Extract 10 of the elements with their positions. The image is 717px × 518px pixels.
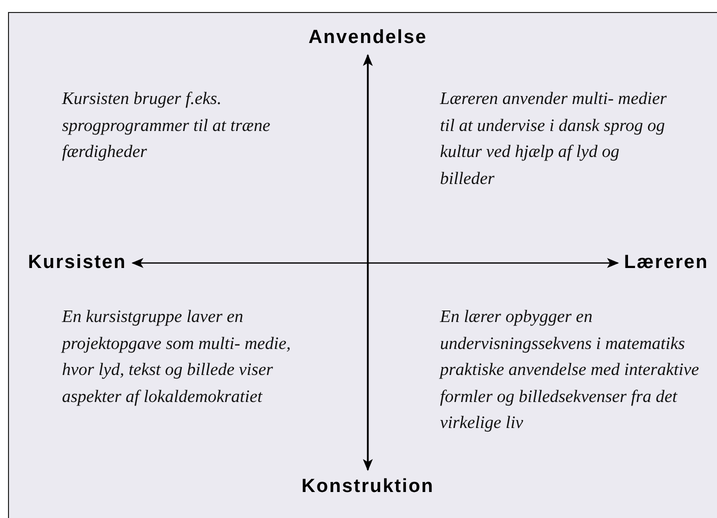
axis-label: Kursisten bbox=[24, 250, 130, 276]
quadrant-description: En kursistgruppe laver en projektopgave som multi- medie, hvor lyd, tekst og billede viser aspekter af lokaldemokratiet bbox=[62, 305, 292, 408]
axis-label: Konstruktion bbox=[298, 474, 438, 500]
double-arrow bbox=[131, 258, 619, 268]
double-arrow bbox=[362, 54, 373, 471]
axis-label: Anvendelse bbox=[304, 25, 432, 51]
axis-label: Læreren bbox=[620, 250, 712, 276]
quadrant-description: Kursisten bruger f.eks. sprogprogrammer til at træne færdigheder bbox=[62, 87, 272, 163]
quadrant-description: Læreren anvender multi- medier til at undervise i dansk sprog og kultur ved hjælp af lyd og billeder bbox=[440, 87, 668, 190]
quadrant-description: En lærer opbygger en undervisningssekvens i matematiks praktiske anvendelse med interaktive formler og billedsekvenser fra det virkelige liv bbox=[440, 305, 700, 434]
